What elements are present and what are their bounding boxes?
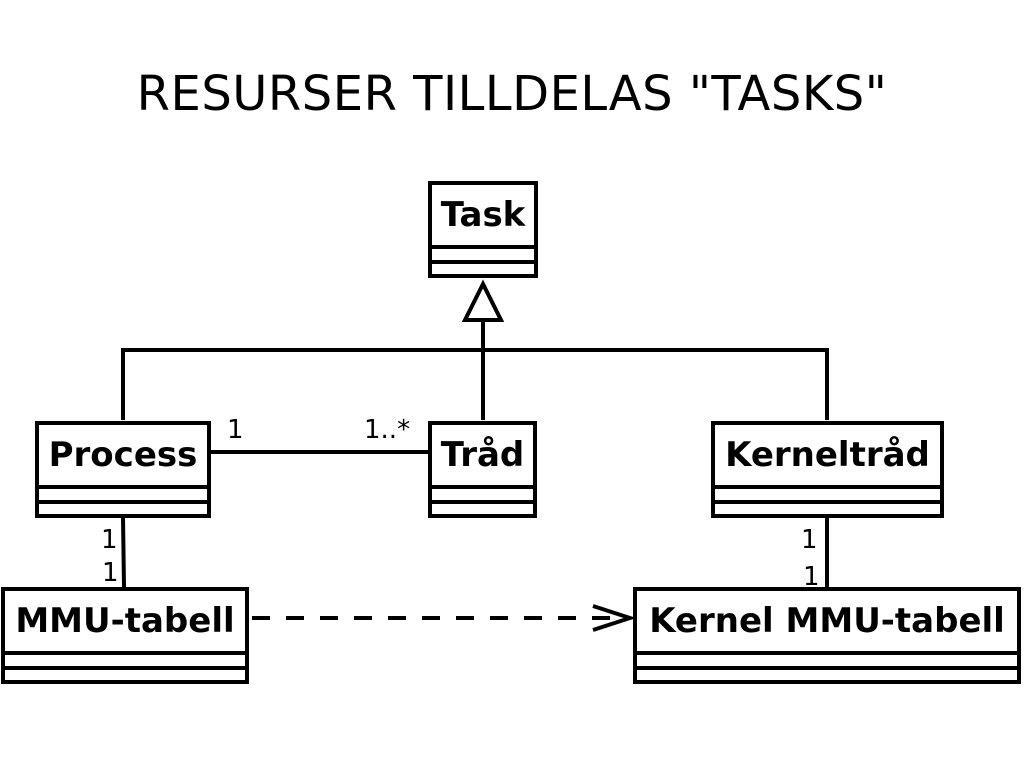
dependency-arrowhead: [592, 604, 637, 632]
class-task-name: Task: [440, 195, 526, 235]
class-kerneltrad-attributes: [715, 485, 940, 500]
class-kernel-mmu-tabell-attributes: [637, 651, 1017, 666]
class-trad-attributes: [432, 485, 533, 500]
class-mmu-tabell-operations: [5, 665, 245, 681]
multiplicity-kernel-mmu-top: 1: [801, 525, 818, 555]
association-process-mmu: [121, 516, 126, 588]
class-process-attributes: [39, 485, 207, 500]
generalization-lines: [121, 348, 829, 420]
class-kerneltrad-name: Kerneltråd: [725, 435, 930, 475]
class-trad[interactable]: Tråd: [428, 421, 537, 518]
class-task-attributes: [432, 245, 534, 260]
page-title: RESURSER TILLDELAS "TASKS": [136, 66, 888, 122]
multiplicity-process-mmu-bottom: 1: [102, 558, 119, 588]
class-kernel-mmu-tabell[interactable]: Kernel MMU-tabell: [633, 587, 1021, 684]
multiplicity-kernel-mmu-bottom: 1: [803, 562, 820, 592]
multiplicity-trad-end: 1..*: [364, 415, 411, 445]
multiplicity-process-end: 1: [227, 415, 244, 445]
class-kernel-mmu-tabell-operations: [637, 665, 1017, 681]
class-mmu-tabell-attributes: [5, 651, 245, 666]
class-task-operations: [432, 259, 534, 275]
class-mmu-tabell[interactable]: MMU-tabell: [1, 587, 249, 684]
multiplicity-process-mmu-top: 1: [101, 525, 118, 555]
class-kernel-mmu-tabell-name: Kernel MMU-tabell: [649, 601, 1005, 641]
class-trad-operations: [432, 499, 533, 515]
class-process-operations: [39, 499, 207, 515]
generalization-arrowhead: [461, 279, 505, 322]
class-kerneltrad[interactable]: Kerneltråd: [711, 421, 944, 518]
class-trad-name: Tråd: [440, 435, 525, 475]
class-kerneltrad-operations: [715, 499, 940, 515]
class-task[interactable]: Task: [428, 181, 538, 278]
class-process-name: Process: [48, 435, 198, 475]
class-process[interactable]: Process: [35, 421, 211, 518]
class-mmu-tabell-name: MMU-tabell: [15, 601, 235, 641]
